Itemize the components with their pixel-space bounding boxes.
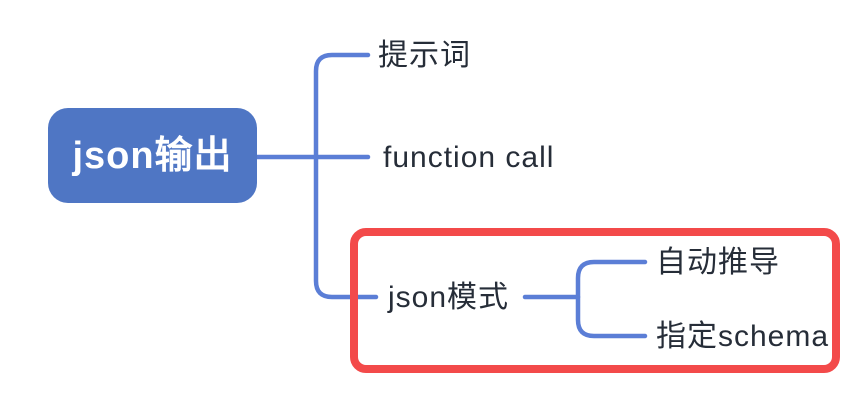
root-node-label: json输出 xyxy=(72,134,233,177)
connector-json-mode-fork xyxy=(575,259,648,339)
connector-group xyxy=(254,52,648,339)
branch-node-prompt[interactable]: 提示词 xyxy=(378,39,471,72)
child-node-specified-schema[interactable]: 指定schema xyxy=(656,320,830,353)
branch-node-json-mode[interactable]: json模式 xyxy=(388,281,510,314)
child-node-auto-infer[interactable]: 自动推导 xyxy=(656,246,780,279)
connector-trunk xyxy=(313,52,379,300)
root-node-json-output[interactable]: json输出 xyxy=(48,108,257,203)
branch-node-function-call[interactable]: function call xyxy=(383,141,555,174)
